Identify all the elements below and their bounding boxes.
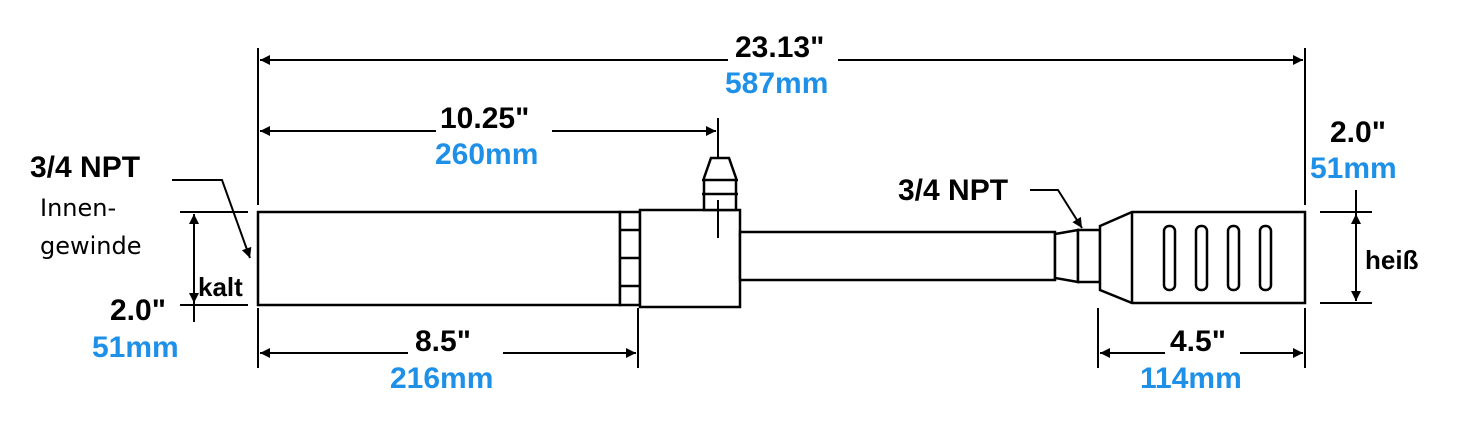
hot-end-length-mm: 114mm: [1140, 362, 1242, 395]
cold-port-thread: 3/4 NPT: [30, 151, 141, 184]
hot-port-leader: [1030, 189, 1083, 229]
overall-length-mm: 587mm: [725, 67, 829, 100]
hot-end-label: heiß: [1365, 245, 1419, 275]
cold-diameter-mm: 51mm: [92, 331, 179, 364]
hot-valve-collar: [1076, 228, 1102, 284]
cold-port-note-line1: Innen-: [40, 194, 117, 222]
dimension-lines: [189, 55, 1361, 358]
air-inlet-fitting: [702, 156, 738, 212]
hot-diameter-mm: 51mm: [1310, 152, 1397, 185]
cold-diameter-inch: 2.0": [110, 294, 166, 327]
note-leaders: [172, 179, 1083, 259]
hot-end-length-inch: 4.5": [1170, 325, 1226, 358]
muffler-slot: [1226, 224, 1241, 292]
body-length-mm: 216mm: [390, 362, 494, 395]
muffler-slot: [1162, 224, 1177, 292]
generator-block: [638, 208, 742, 309]
hot-tube: [738, 230, 1057, 282]
cold-body: [256, 210, 622, 307]
elbow-length-inch: 10.25": [440, 102, 530, 135]
hot-valve-fitting: [1053, 228, 1080, 284]
body-length-inch: 8.5": [415, 325, 471, 358]
cold-end-label: kalt: [198, 272, 243, 302]
cold-port-leader: [172, 179, 252, 259]
cold-port-note-line2: gewinde: [40, 232, 142, 260]
overall-length-inch: 23.13": [735, 31, 825, 64]
elbow-length-mm: 260mm: [435, 138, 539, 171]
vortex-tube: [256, 156, 1307, 309]
muffler-slot: [1258, 224, 1273, 292]
hot-port-thread: 3/4 NPT: [898, 174, 1009, 207]
muffler-slot: [1194, 224, 1209, 292]
hot-diameter-inch: 2.0": [1330, 116, 1386, 149]
